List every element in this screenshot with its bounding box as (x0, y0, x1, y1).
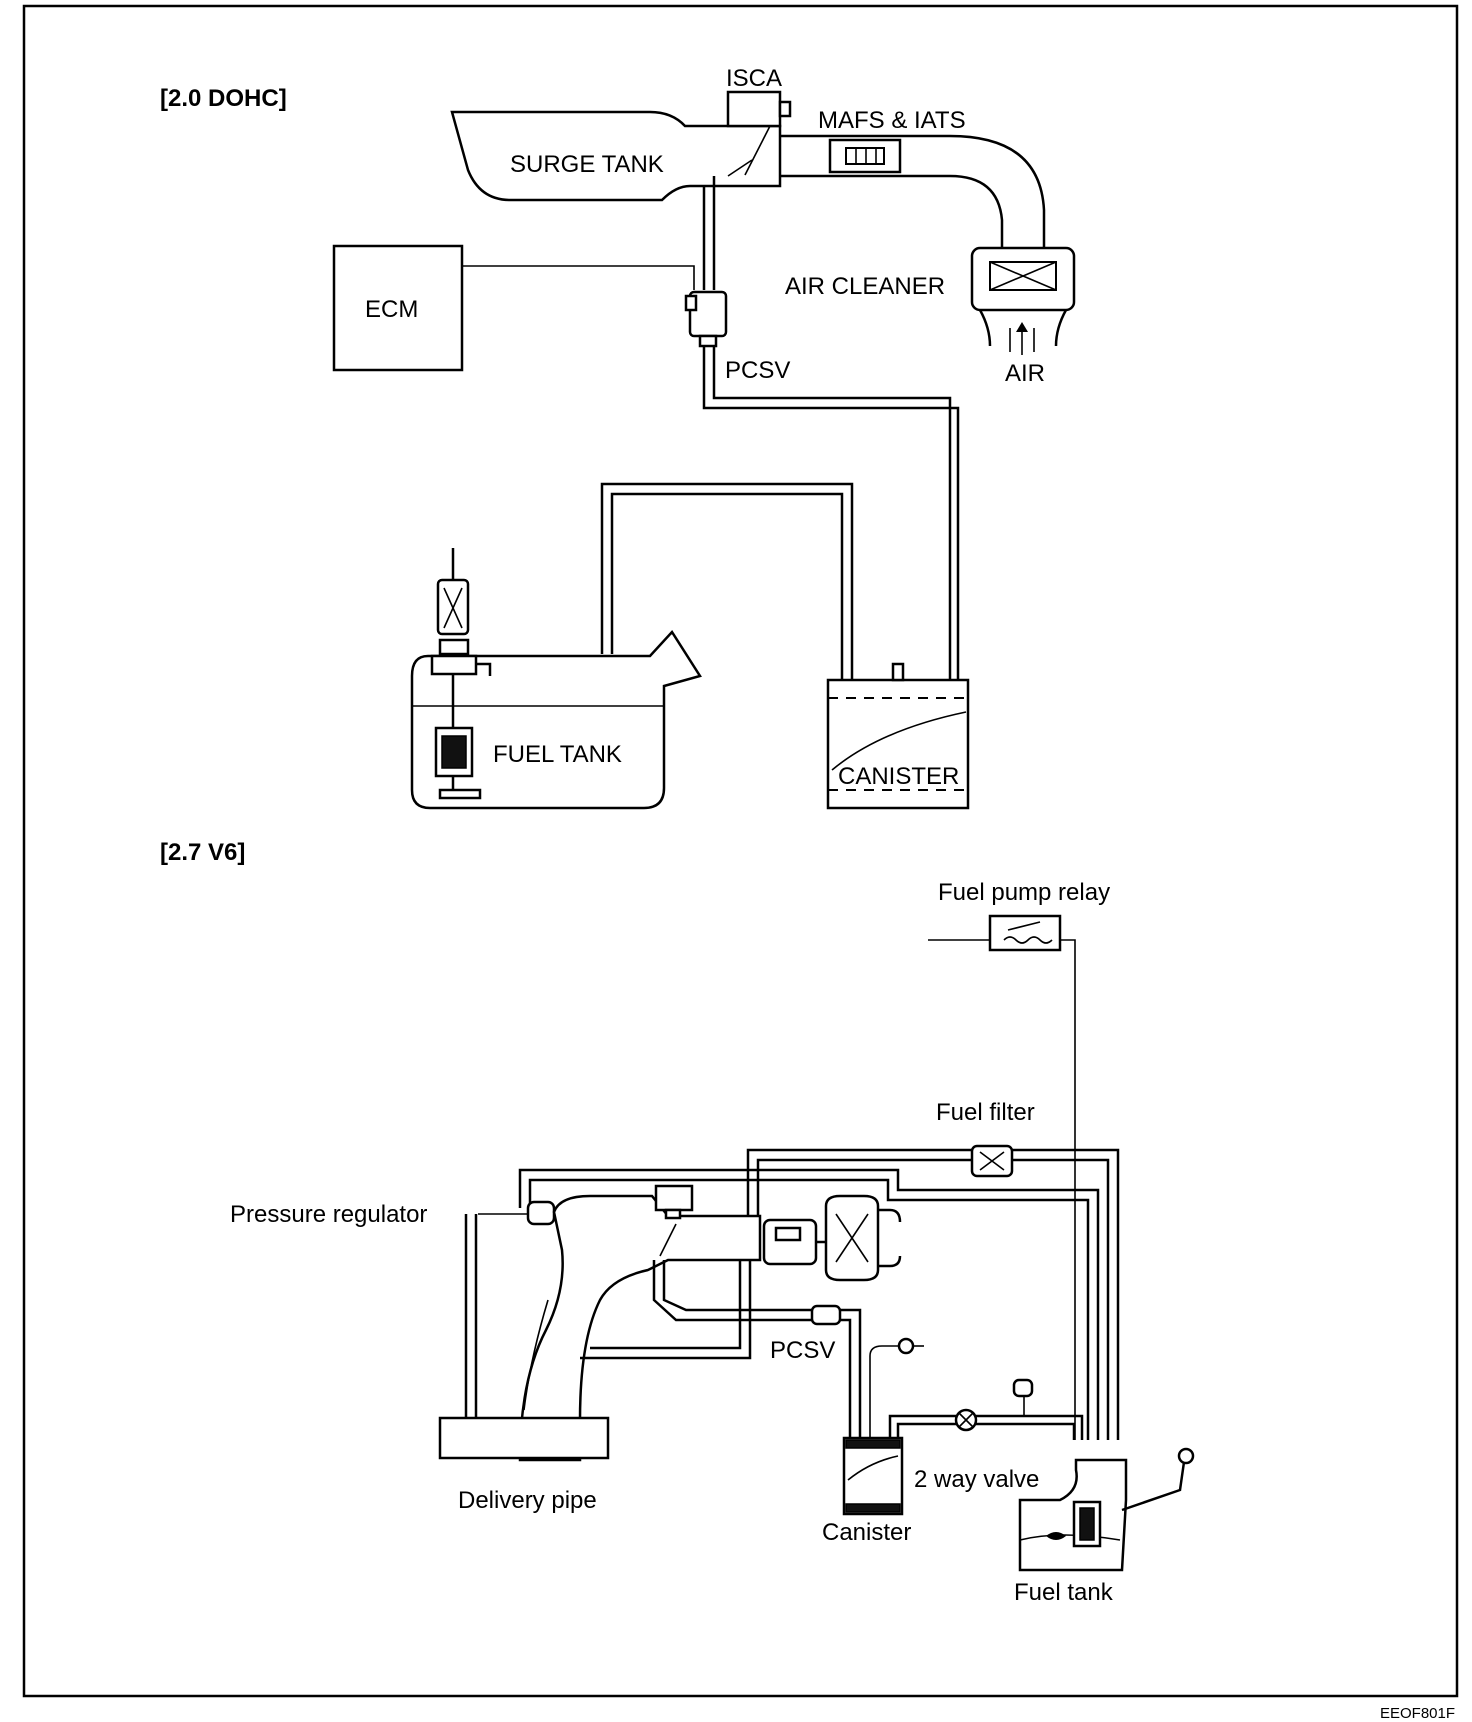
pressure-regulator (526, 1200, 556, 1226)
v6-vapor-line (888, 1414, 956, 1438)
v6-fuel-tank-label: Fuel tank (1014, 1579, 1114, 1606)
mafs-sensor (828, 138, 902, 174)
v6-canister-bottom (845, 1503, 901, 1513)
dohc-header: [2.0 DOHC] (160, 85, 287, 112)
fuel-tank-label: FUEL TANK (493, 741, 622, 768)
fuel-pump-relay (988, 914, 1062, 952)
fuel-return-line (518, 1168, 1100, 1440)
figure-code: EEOF801F (1380, 1705, 1455, 1722)
pressure-regulator-label: Pressure regulator (230, 1201, 427, 1228)
v6-isca (654, 1184, 694, 1212)
manifold-link (580, 1260, 752, 1360)
two-way-valve-label: 2 way valve (914, 1466, 1039, 1493)
v6-section: [2.7 V6] Fuel pump relay Fuel filter Pre… (160, 839, 1195, 1606)
pcsv-to-canister-2 (840, 1318, 852, 1438)
two-way-valve-cross (958, 1412, 974, 1428)
ecm-box (332, 244, 464, 372)
canister-charcoal (831, 711, 967, 771)
v6-canister-label: Canister (822, 1519, 911, 1546)
air-label: AIR (1005, 360, 1045, 387)
v6-fuel-pump-core (1079, 1507, 1095, 1541)
v6-air-inlet (878, 1208, 902, 1268)
air-cleaner (970, 246, 1076, 312)
mafs-element (845, 147, 885, 165)
air-cleaner-element (989, 261, 1057, 291)
fuel-filter-top-cross (443, 587, 463, 629)
dohc-section: [2.0 DOHC] SURGE TANK ISCA MAFS & IATS A… (160, 65, 1076, 810)
v6-mafs (762, 1218, 818, 1266)
ecm-label: ECM (365, 296, 418, 323)
vapor-hose (600, 482, 854, 680)
fuel-return-line-2 (528, 1178, 1090, 1440)
pcsv-label: PCSV (725, 357, 790, 384)
manifold-link-2 (590, 1260, 742, 1350)
surge-tank (450, 110, 782, 202)
v6-throttle-plate (659, 1223, 677, 1257)
fuel-filter-cross (979, 1151, 1005, 1171)
pcsv-connector (684, 294, 698, 312)
throttle-shaft (727, 159, 753, 177)
v6-fuel-sender (1046, 1532, 1066, 1540)
ecm-signal-wire (462, 265, 695, 290)
relay-pump-wire (1060, 939, 1076, 1440)
v6-mafs-connector (774, 1226, 802, 1242)
air-cleaner-inlet (978, 309, 1068, 347)
isca-body (726, 90, 782, 128)
v6-air-cleaner-cross (835, 1213, 869, 1263)
fuel-feed-line-2 (1012, 1148, 1120, 1440)
valve-to-tank (976, 1414, 1084, 1440)
purge-hose-lower (702, 346, 960, 680)
relay-contact (1007, 921, 1041, 931)
canister-vent (891, 662, 905, 682)
canister-vent-filter (897, 1337, 915, 1355)
valve-to-tank-2 (976, 1422, 1076, 1440)
v6-pcsv (810, 1304, 842, 1326)
air-cleaner-cross-2 (989, 261, 1057, 291)
delivery-pipe-label: Delivery pipe (458, 1487, 597, 1514)
v6-filler-neck (1121, 1461, 1186, 1512)
v6-fuel-level (1019, 1534, 1121, 1541)
pump-mount (430, 654, 478, 676)
fuel-pump-relay-label: Fuel pump relay (938, 879, 1110, 906)
pcsv-to-canister (840, 1308, 862, 1438)
v6-canister-top (845, 1439, 901, 1449)
air-arrow-head (1016, 322, 1028, 332)
v6-purge-line (662, 1260, 812, 1312)
v6-purge-line-2 (652, 1260, 812, 1322)
fuel-pump-core (441, 735, 467, 769)
v6-canister-charcoal (847, 1455, 899, 1481)
surge-tank-label: SURGE TANK (510, 151, 664, 178)
intake-duct-lower (780, 174, 1004, 248)
fuel-feed-line (1012, 1158, 1110, 1440)
air-cleaner-label: AIR CLEANER (785, 273, 945, 300)
v6-header: [2.7 V6] (160, 839, 245, 866)
vapor-hose-2 (610, 492, 844, 680)
delivery-pipe (438, 1416, 610, 1460)
pump-flange (438, 638, 470, 656)
isca-pin (778, 100, 792, 118)
pump-strainer (438, 788, 482, 800)
rollover-valve (1012, 1378, 1034, 1398)
purge-hose-lower-2 (712, 346, 952, 680)
fuel-filter-label: Fuel filter (936, 1099, 1035, 1126)
throttle-plate (744, 125, 771, 176)
v6-filler-cap (1177, 1447, 1195, 1465)
runner-line (523, 1299, 549, 1411)
canister-vent-line (869, 1345, 900, 1438)
canister-box (826, 678, 970, 810)
mafs-label: MAFS & IATS (818, 107, 966, 134)
pcsv-nipple (698, 334, 718, 348)
fuel-tank (410, 629, 702, 810)
v6-vapor-line-2 (896, 1422, 956, 1438)
v6-isca-stem (664, 1208, 682, 1220)
isca-label: ISCA (726, 65, 782, 92)
v6-pcsv-label: PCSV (770, 1337, 835, 1364)
intake-duct (780, 134, 1046, 248)
relay-coil (1003, 936, 1053, 944)
canister-label: CANISTER (838, 763, 959, 790)
pump-return (476, 662, 492, 676)
diagram-frame (22, 4, 1459, 1698)
